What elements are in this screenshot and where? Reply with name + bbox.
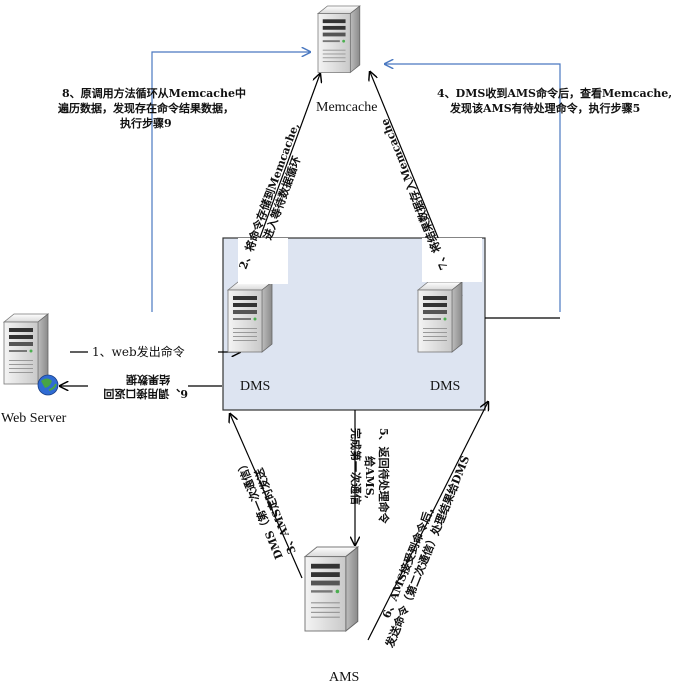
step-7-bg — [422, 238, 482, 282]
ams-label: AMS — [329, 670, 359, 685]
step-6b-bg — [88, 372, 188, 402]
dms-right-label: DMS — [430, 379, 460, 394]
svg-text:5、返回待处理命令: 5、返回待处理命令 — [377, 428, 391, 525]
svg-text:结果数据: 结果数据 — [126, 373, 171, 387]
dms-left-server — [227, 281, 273, 353]
web-server — [3, 313, 59, 396]
svg-text:完成第一次通信: 完成第一次通信 — [349, 428, 363, 505]
step-8-label: 8、原调用方法循环从Memcache中 遍历数据，发现存在命令结果数据， 执行步… — [57, 86, 246, 130]
step-1-bg — [88, 342, 218, 360]
memcache-loop-right — [385, 64, 561, 312]
step-5-label: 5、返回待处理命令 给AMS, 完成第一次通信 — [349, 428, 391, 525]
step-1-label: 1、web发出命令 — [92, 344, 185, 359]
ams-server — [304, 546, 359, 632]
svg-text:发送命令（第二次通信）处理结果给DMS: 发送命令（第二次通信）处理结果给DMS — [382, 454, 472, 651]
svg-text:8、原调用方法循环从Memcache中: 8、原调用方法循环从Memcache中 — [62, 86, 246, 100]
dms-left-label: DMS — [240, 379, 270, 394]
svg-text:给AMS,: 给AMS, — [363, 456, 377, 499]
svg-text:发现该AMS有待处理命令，执行步骤5: 发现该AMS有待处理命令，执行步骤5 — [449, 101, 640, 115]
svg-text:4、DMS收到AMS命令后，查看Memcache,: 4、DMS收到AMS命令后，查看Memcache, — [437, 86, 672, 100]
ams-to-dms-result-arrow — [367, 402, 488, 641]
svg-text:6、调用接口返回: 6、调用接口返回 — [103, 387, 188, 401]
memcache-loop-left — [151, 52, 310, 312]
step-3-label: 3、AMS定时发送 DMS（第一次通信） — [233, 457, 299, 561]
dms-right-server — [417, 281, 463, 353]
step-6b-label: 6、调用接口返回 结果数据 — [103, 373, 188, 401]
memcache-server — [317, 5, 361, 73]
svg-text:执行步骤9: 执行步骤9 — [120, 116, 172, 130]
web-server-label: Web Server — [1, 411, 67, 426]
step-2-bg — [238, 238, 288, 284]
globe-icon — [37, 374, 59, 396]
ams-to-dms-arrow — [230, 414, 303, 579]
step-4-label: 4、DMS收到AMS命令后，查看Memcache, 发现该AMS有待处理命令，执… — [437, 86, 672, 115]
memcache-label: Memcache — [316, 100, 377, 115]
svg-text:遍历数据，发现存在命令结果数据，: 遍历数据，发现存在命令结果数据， — [57, 101, 234, 115]
